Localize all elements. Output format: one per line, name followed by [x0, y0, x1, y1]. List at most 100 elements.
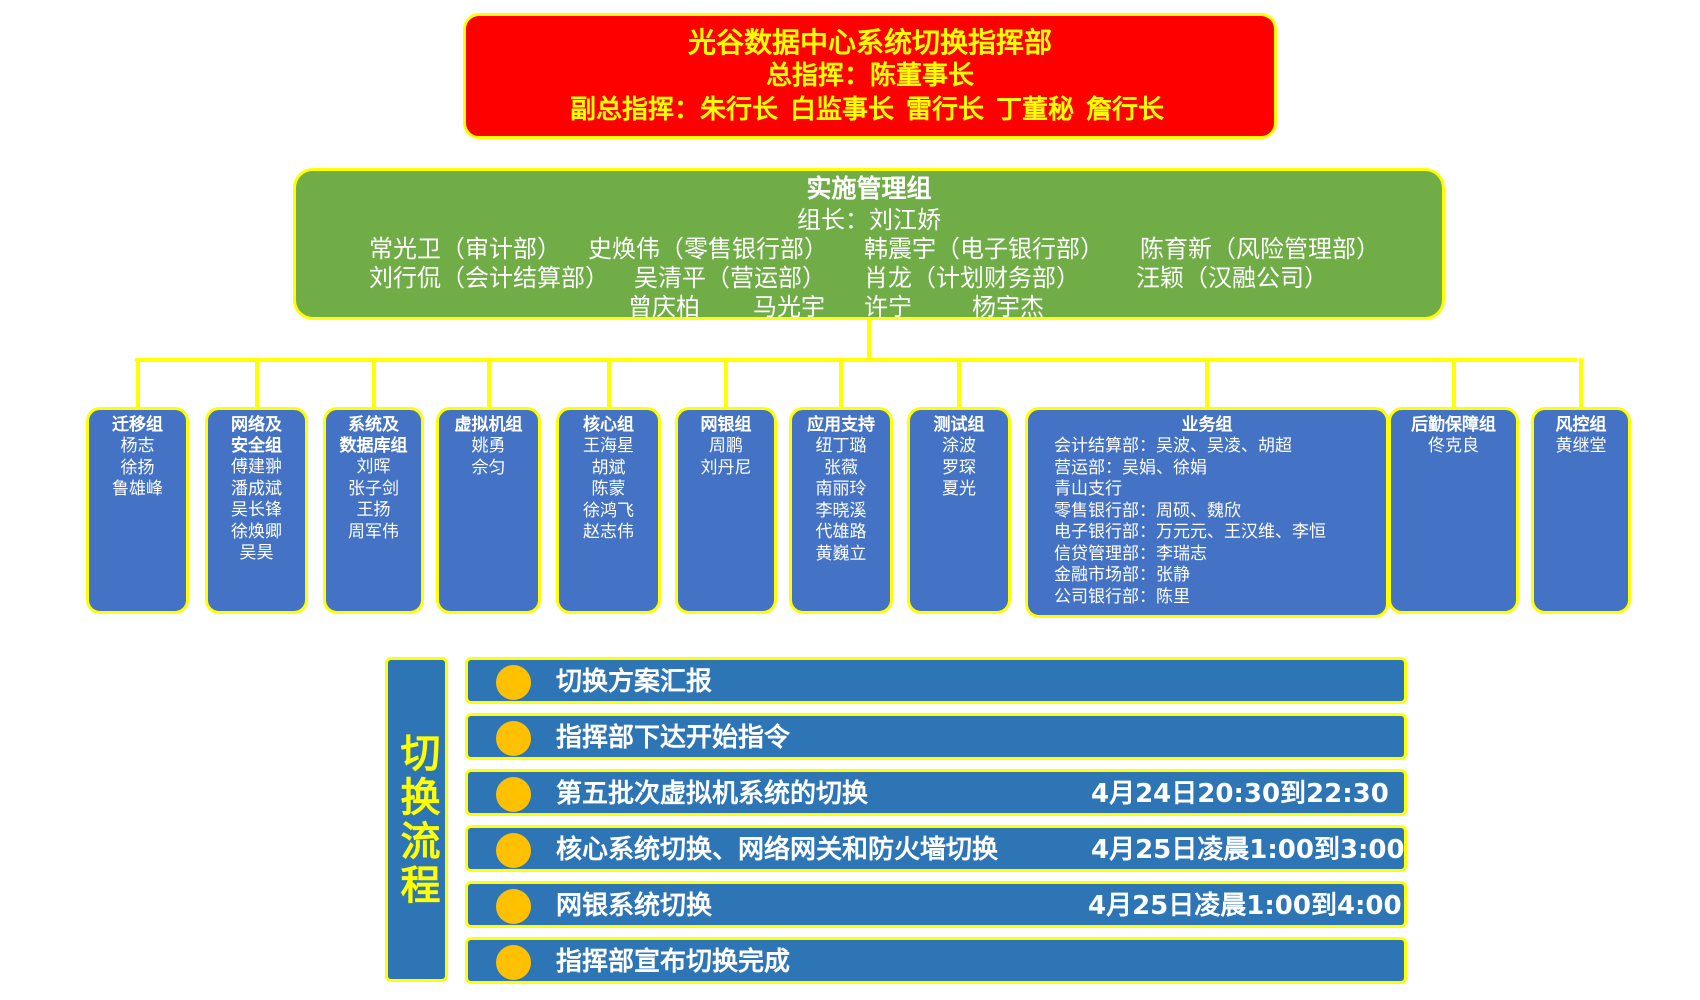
- bullet-icon: [496, 721, 531, 756]
- process-step: 第五批次虚拟机系统的切换 4月24日20:30到22:30: [465, 769, 1407, 816]
- management-title: 实施管理组: [806, 174, 932, 203]
- group-member: 李晓溪: [815, 500, 867, 521]
- group-name: 核心组: [583, 415, 634, 435]
- process-step-time: 4月25日凌晨1:00到4:00: [1088, 891, 1402, 921]
- group-member: 黄巍立: [815, 543, 867, 564]
- command-title: 光谷数据中心系统切换指挥部: [687, 26, 1052, 59]
- group-name: 测试组: [933, 415, 985, 435]
- process-step: 指挥部下达开始指令: [465, 713, 1407, 760]
- process-step-text: 切换方案汇报: [556, 667, 713, 697]
- management-member: 刘行侃（会计结算部）: [369, 264, 609, 292]
- group-name: 网络及: [231, 415, 282, 435]
- bullet-icon: [496, 665, 531, 700]
- group-member: 佟克良: [1428, 436, 1479, 456]
- process-step-text: 网银系统切换: [556, 891, 713, 921]
- group-member: 营运部：吴娟、徐娟: [1054, 457, 1207, 478]
- group-member: 傅建翀: [231, 457, 282, 477]
- management-group-box: 实施管理组 组长：刘江娇 常光卫（审计部） 史焕伟（零售银行部） 韩震宇（电子银…: [293, 168, 1445, 322]
- group-member: 信贷管理部：李瑞志: [1054, 543, 1207, 564]
- group-box: 后勤保障组佟克良: [1388, 407, 1519, 614]
- process-step: 核心系统切换、网络网关和防火墙切换 4月25日凌晨1:00到3:00: [465, 825, 1407, 872]
- group-member: 刘晖: [356, 457, 391, 477]
- group-member: 王扬: [356, 500, 391, 520]
- connector-drop: [606, 358, 611, 409]
- command-box: 光谷数据中心系统切换指挥部 总指挥：陈董事长 副总指挥：朱行长白监事长雷行长丁董…: [463, 13, 1277, 139]
- group-member: 纽丁璐: [815, 436, 867, 456]
- group-box: 迁移组杨志徐扬鲁雄峰: [86, 407, 189, 614]
- management-leader: 组长：刘江娇: [797, 206, 941, 234]
- process-step-time: 4月25日凌晨1:00到3:00: [1091, 835, 1405, 865]
- group-member: 吴昊: [239, 543, 274, 563]
- connector-drop: [1451, 358, 1456, 409]
- group-member: 刘丹尼: [700, 457, 752, 478]
- group-member: 电子银行部：万元元、王汉维、李恒: [1054, 522, 1326, 542]
- process-step-text: 核心系统切换、网络网关和防火墙切换: [556, 835, 999, 865]
- group-member: 夏光: [942, 479, 976, 499]
- group-member: 黄继堂: [1555, 436, 1607, 456]
- deputy-name: 雷行长: [906, 95, 985, 125]
- connector-drop: [371, 358, 376, 409]
- group-member: 吴长锋: [231, 500, 282, 520]
- bullet-icon: [496, 777, 531, 812]
- bullet-icon: [496, 833, 531, 868]
- group-member: 南丽玲: [815, 479, 867, 499]
- group-member: 王海星: [583, 436, 634, 456]
- group-member: 会计结算部：吴波、吴凌、胡超: [1054, 436, 1292, 456]
- management-member: 许宁: [864, 293, 912, 321]
- group-member: 涂波: [942, 436, 976, 456]
- group-member: 佘匀: [471, 457, 506, 478]
- group-name: 系统及: [348, 415, 399, 435]
- connector-bus: [135, 358, 1577, 362]
- management-row: 刘行侃（会计结算部） 吴清平（营运部） 肖龙（计划财务部） 汪颖（汉融公司）: [296, 264, 1442, 293]
- group-member: 罗琛: [942, 457, 976, 478]
- group-member: 杨志: [120, 436, 155, 456]
- process-step-text: 第五批次虚拟机系统的切换: [556, 779, 869, 809]
- process-step-text: 指挥部下达开始指令: [556, 723, 791, 753]
- group-member: 徐扬: [120, 457, 155, 478]
- group-box: 网银组周鹏刘丹尼: [675, 407, 777, 614]
- management-member: 肖龙（计划财务部）: [864, 264, 1080, 292]
- group-name: 后勤保障组: [1411, 415, 1496, 435]
- group-member: 徐焕卿: [231, 521, 282, 542]
- group-member: 公司银行部：陈里: [1054, 586, 1190, 607]
- management-member: 韩震宇（电子银行部）: [864, 235, 1104, 263]
- group-member: 青山支行: [1054, 479, 1122, 499]
- group-name: 迁移组: [112, 415, 163, 435]
- group-member: 陈蒙: [591, 479, 626, 499]
- connector-drop: [1205, 358, 1209, 409]
- group-name: 应用支持: [807, 415, 875, 435]
- group-member: 张子剑: [348, 478, 399, 499]
- management-row: 曾庆柏 马光宇 许宁 杨宇杰: [296, 293, 1442, 322]
- group-box: 业务组会计结算部：吴波、吴凌、胡超营运部：吴娟、徐娟青山支行零售银行部：周硕、魏…: [1025, 407, 1389, 618]
- process-step: 指挥部宣布切换完成: [465, 937, 1407, 984]
- deputy-name: 白监事长: [789, 95, 894, 125]
- group-member: 张薇: [824, 457, 858, 478]
- bullet-icon: [496, 945, 531, 980]
- deputy-name: 丁董秘: [996, 95, 1075, 125]
- group-member: 胡斌: [591, 457, 626, 478]
- group-name: 业务组: [1181, 415, 1233, 435]
- connector-drop: [135, 358, 140, 409]
- process-step: 网银系统切换 4月25日凌晨1:00到4:00: [465, 881, 1407, 928]
- deputy-name: 詹行长: [1086, 95, 1165, 125]
- connector-drop: [254, 358, 259, 409]
- connector-drop: [724, 358, 728, 409]
- deputy-commanders: 副总指挥：朱行长白监事长雷行长丁董秘詹行长: [466, 92, 1274, 128]
- group-member: 潘成斌: [231, 478, 282, 499]
- group-member: 代雄路: [815, 522, 867, 542]
- group-name: 风控组: [1555, 415, 1607, 435]
- deputy-label: 副总指挥：: [569, 95, 700, 125]
- bullet-icon: [496, 889, 531, 924]
- process-step-text: 指挥部宣布切换完成: [556, 947, 791, 977]
- process-step: 切换方案汇报: [465, 657, 1407, 704]
- deputy-name: 朱行长: [699, 95, 778, 125]
- process-step-time: 4月24日20:30到22:30: [1091, 779, 1389, 809]
- connector-drop: [839, 358, 843, 409]
- management-member: 史焕伟（零售银行部）: [588, 235, 828, 263]
- connector-drop: [1579, 358, 1583, 409]
- connector-drop: [957, 358, 961, 409]
- connector-trunk: [867, 320, 871, 360]
- group-member: 金融市场部：张静: [1054, 565, 1190, 585]
- management-row: 常光卫（审计部） 史焕伟（零售银行部） 韩震宇（电子银行部） 陈育新（风险管理部…: [296, 235, 1442, 264]
- group-name: 网银组: [700, 415, 752, 435]
